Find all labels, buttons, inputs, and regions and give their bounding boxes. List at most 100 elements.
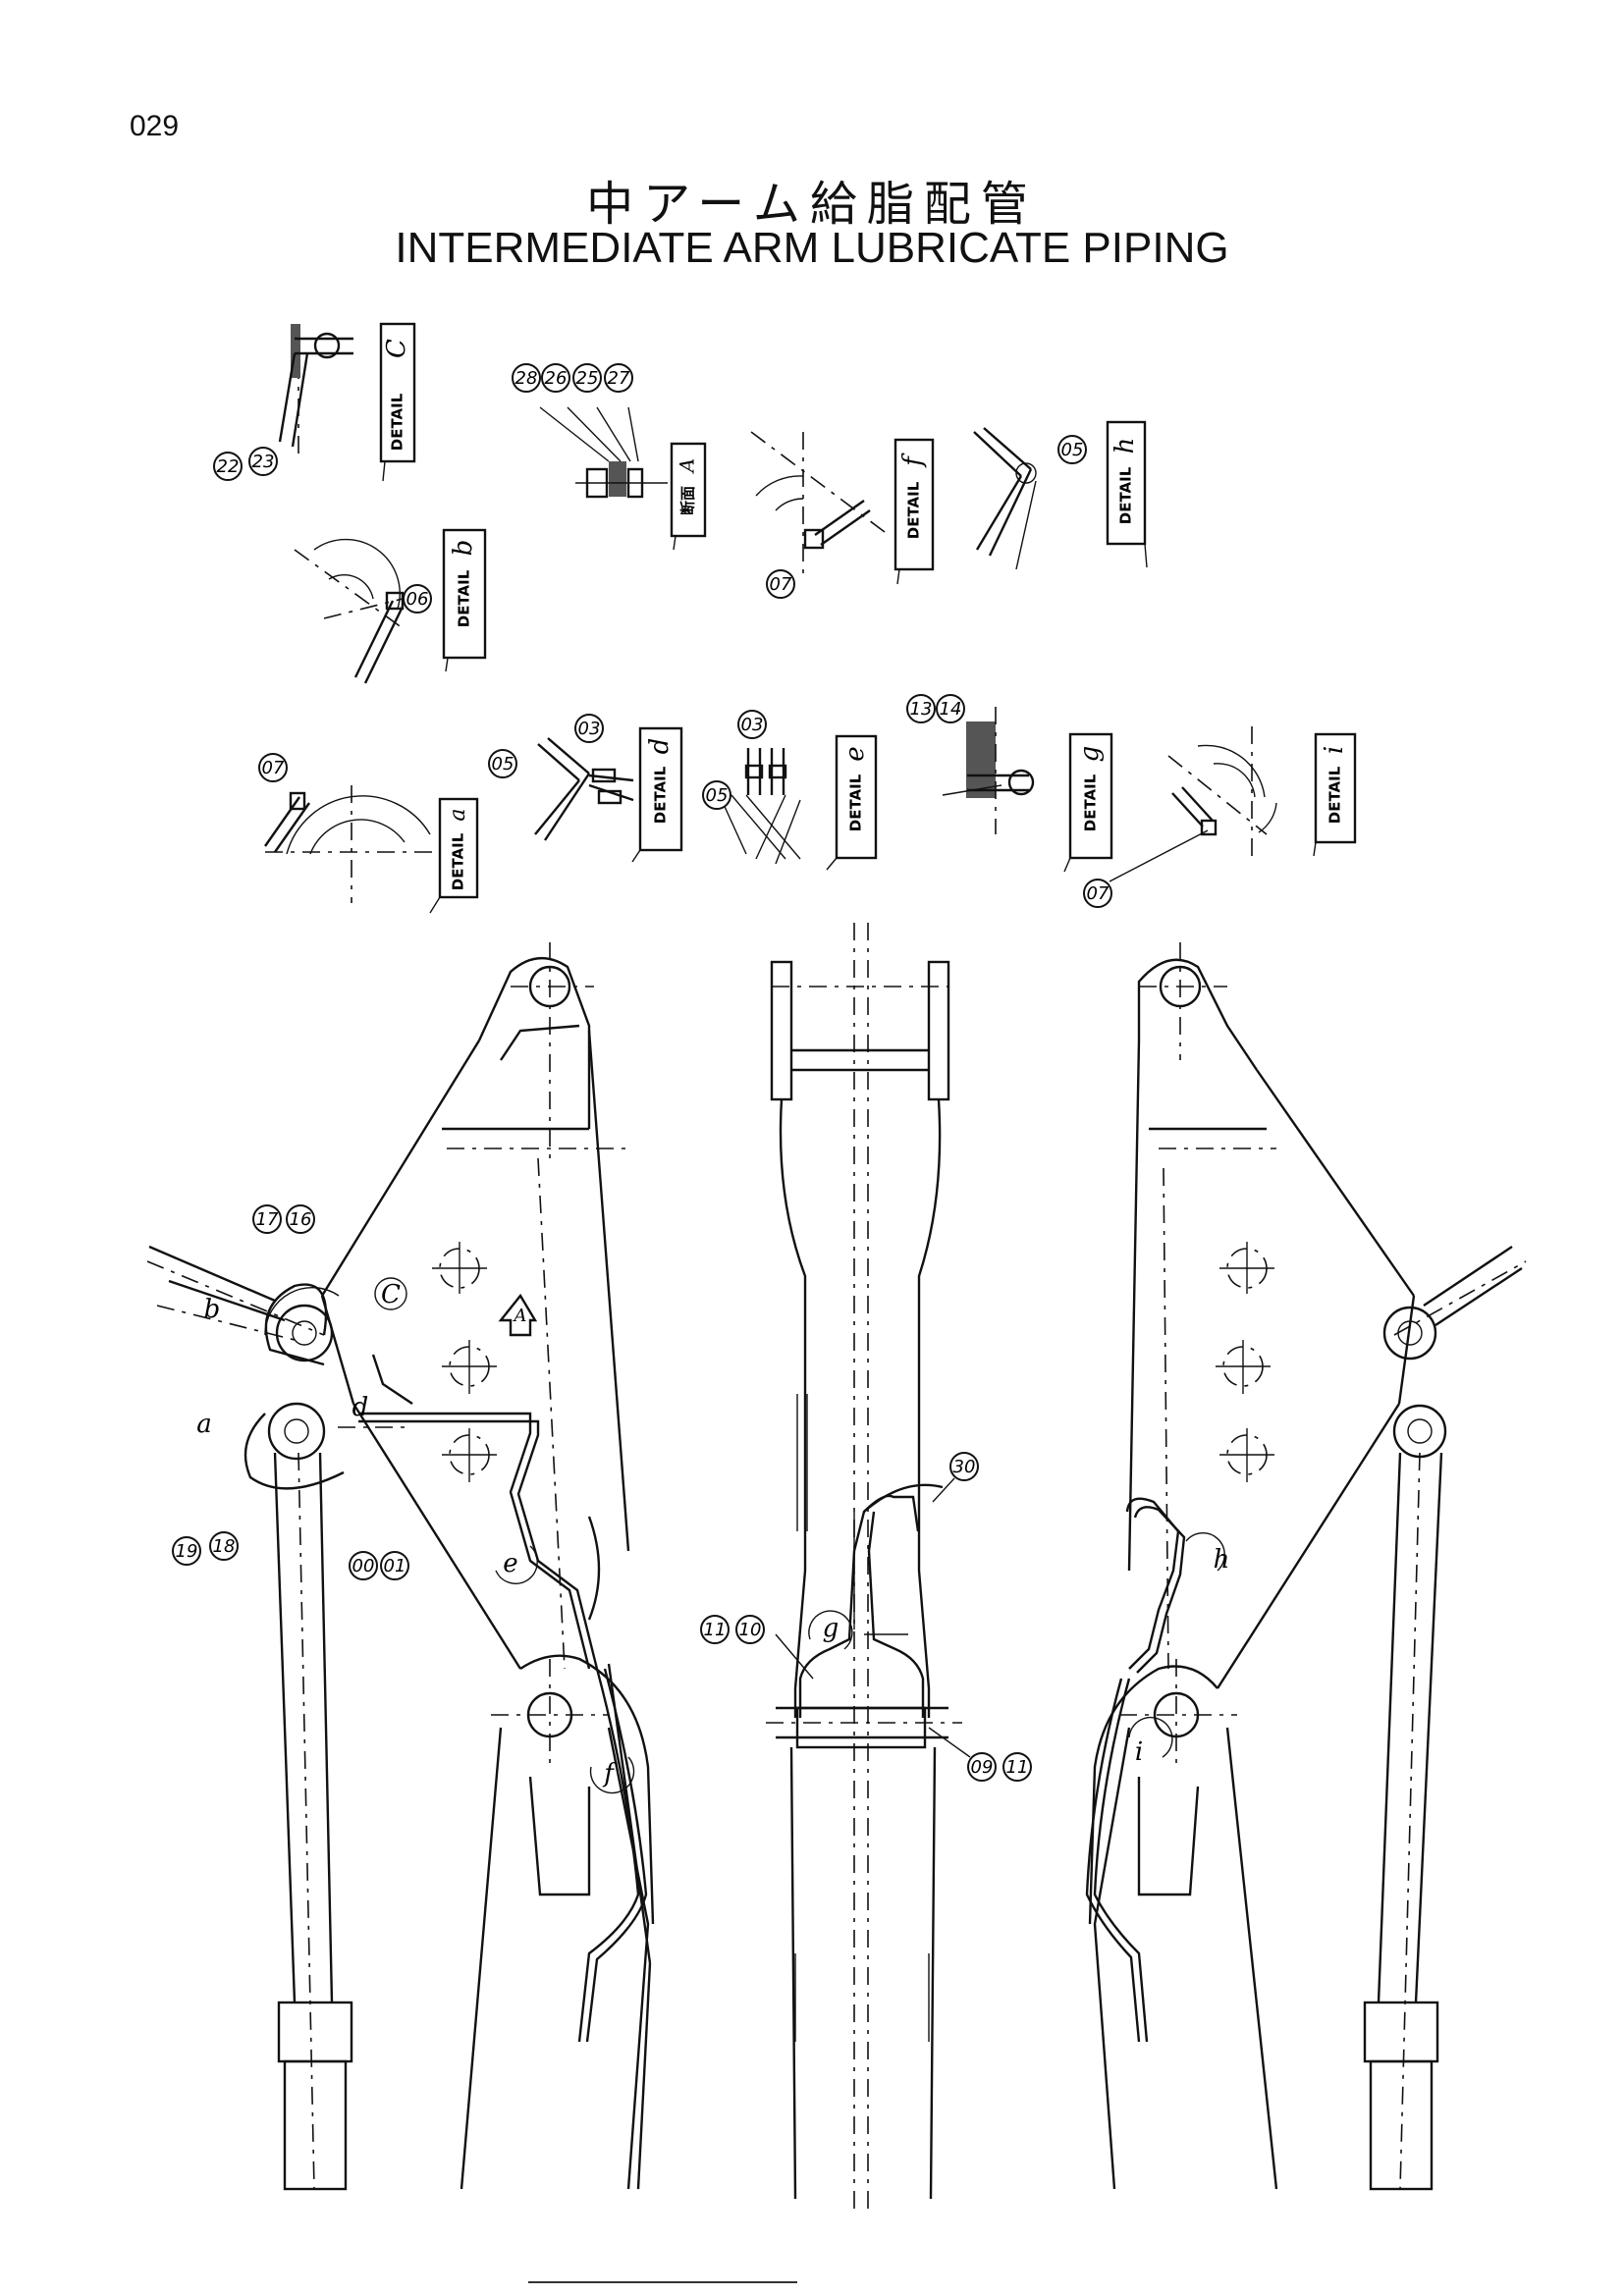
- arm-top-view-center: g: [766, 923, 962, 2209]
- balloon-07-detail-a-label: 07: [262, 758, 285, 778]
- detail-f-tag-text: DETAIL: [905, 481, 923, 539]
- detail-h-tag: DETAIL h: [1106, 420, 1148, 568]
- detail-e-tag: DETAIL e: [826, 734, 878, 871]
- balloon-01: 01: [380, 1551, 409, 1580]
- view-letter-h: h: [1214, 1545, 1230, 1575]
- section-a-tag-text: 断面: [679, 486, 697, 515]
- section-a-sketch: [539, 406, 668, 499]
- balloon-13: 13: [906, 694, 936, 723]
- detail-e-letter: e: [840, 746, 870, 761]
- balloon-11-a-label: 11: [704, 1620, 727, 1640]
- balloon-14: 14: [936, 694, 965, 723]
- detail-a-tag: DETAIL a: [429, 797, 479, 914]
- balloon-06-label: 06: [406, 589, 429, 610]
- detail-b-tag: DETAIL b: [442, 528, 487, 672]
- page-title-english: INTERMEDIATE ARM LUBRICATE PIPING: [395, 224, 1229, 272]
- view-letter-g: g: [823, 1614, 839, 1643]
- balloon-17-label: 17: [256, 1209, 279, 1230]
- detail-d-tag-text: DETAIL: [652, 766, 670, 824]
- detail-h-tag-text: DETAIL: [1117, 466, 1135, 524]
- detail-c-sketch: [278, 324, 353, 461]
- section-a-letter: A: [676, 458, 699, 474]
- detail-d-tag: DETAIL d: [631, 726, 683, 863]
- detail-f-letter: f: [898, 453, 928, 468]
- balloon-00: 00: [349, 1551, 378, 1580]
- detail-i-letter: i: [1320, 746, 1349, 754]
- view-letter-c: C: [381, 1280, 401, 1309]
- balloon-01-label: 01: [384, 1556, 406, 1576]
- page-number: 029: [130, 110, 180, 142]
- balloon-09-label: 09: [971, 1757, 994, 1778]
- page-title-japanese: 中アーム給脂配管: [586, 177, 1038, 232]
- balloon-22-label: 22: [217, 456, 240, 477]
- balloon-25-label: 25: [576, 368, 599, 389]
- view-letter-b: b: [204, 1295, 221, 1324]
- balloon-10-label: 10: [739, 1620, 762, 1640]
- balloon-18: 18: [209, 1531, 239, 1561]
- balloon-06: 06: [403, 584, 432, 614]
- balloon-30-label: 30: [953, 1457, 976, 1477]
- balloon-16-label: 16: [290, 1209, 312, 1230]
- detail-c-letter: C: [382, 339, 411, 358]
- balloon-27-label: 27: [608, 368, 630, 389]
- arm-side-view-left: b C d a A e f: [146, 942, 655, 2191]
- balloon-07-detail-i-label: 07: [1087, 883, 1110, 904]
- detail-i-tag: DETAIL i: [1313, 732, 1357, 857]
- detail-i-tag-text: DETAIL: [1326, 766, 1344, 824]
- view-letter-i: i: [1135, 1737, 1143, 1767]
- balloon-11-b-label: 11: [1006, 1757, 1029, 1778]
- balloon-26: 26: [541, 363, 570, 393]
- balloon-05-detail-d-label: 05: [492, 754, 514, 774]
- balloon-11-a: 11: [700, 1615, 730, 1644]
- balloon-13-label: 13: [910, 699, 933, 720]
- balloon-28: 28: [512, 363, 541, 393]
- balloon-11-b: 11: [1002, 1752, 1032, 1782]
- balloon-07-detail-a: 07: [258, 753, 288, 782]
- balloon-07-detail-i: 07: [1083, 879, 1112, 908]
- detail-g-sketch: [942, 707, 1035, 834]
- balloon-05-label: 05: [1061, 440, 1084, 460]
- detail-g-letter: g: [1075, 746, 1105, 763]
- balloon-05-detail-e: 05: [702, 780, 731, 810]
- detail-d-sketch: [534, 737, 634, 841]
- detail-b-letter: b: [449, 540, 478, 557]
- detail-b-sketch: [294, 538, 405, 684]
- detail-d-letter: d: [645, 738, 675, 755]
- detail-f-tag: DETAIL f: [893, 438, 935, 585]
- balloon-16: 16: [286, 1204, 315, 1234]
- detail-e-tag-text: DETAIL: [847, 774, 865, 831]
- detail-h-letter: h: [1110, 438, 1140, 454]
- balloon-05-detail-d: 05: [488, 749, 517, 778]
- balloon-28-label: 28: [515, 368, 538, 389]
- detail-e-sketch: [721, 748, 801, 865]
- balloon-03-detail-e-label: 03: [741, 715, 764, 735]
- balloon-03-detail-d: 03: [574, 714, 604, 743]
- detail-c-tag-text: DETAIL: [389, 393, 406, 451]
- balloon-09: 09: [967, 1752, 997, 1782]
- balloon-27: 27: [604, 363, 633, 393]
- view-letter-section-a: A: [513, 1306, 527, 1326]
- balloon-17: 17: [252, 1204, 282, 1234]
- view-letter-a: a: [196, 1410, 212, 1439]
- balloon-19-label: 19: [176, 1541, 198, 1562]
- footer-rule: [528, 2281, 797, 2283]
- balloon-25: 25: [572, 363, 602, 393]
- balloon-23: 23: [248, 447, 278, 476]
- balloon-18-label: 18: [213, 1536, 236, 1557]
- detail-g-tag: DETAIL g: [1063, 732, 1113, 873]
- balloon-22: 22: [213, 452, 243, 481]
- balloon-05-detail-e-label: 05: [706, 785, 729, 806]
- balloon-00-label: 00: [352, 1556, 375, 1576]
- detail-a-tag-text: DETAIL: [450, 832, 467, 890]
- balloon-07-label: 07: [770, 574, 792, 595]
- detail-i-sketch: [1109, 726, 1277, 882]
- balloon-07: 07: [766, 569, 795, 599]
- view-letter-e: e: [503, 1549, 517, 1578]
- balloon-26-label: 26: [545, 368, 568, 389]
- view-letter-d: d: [352, 1393, 369, 1422]
- detail-f-sketch: [750, 431, 890, 579]
- balloon-30: 30: [949, 1452, 979, 1481]
- balloon-10: 10: [735, 1615, 765, 1644]
- balloon-14-label: 14: [940, 699, 962, 720]
